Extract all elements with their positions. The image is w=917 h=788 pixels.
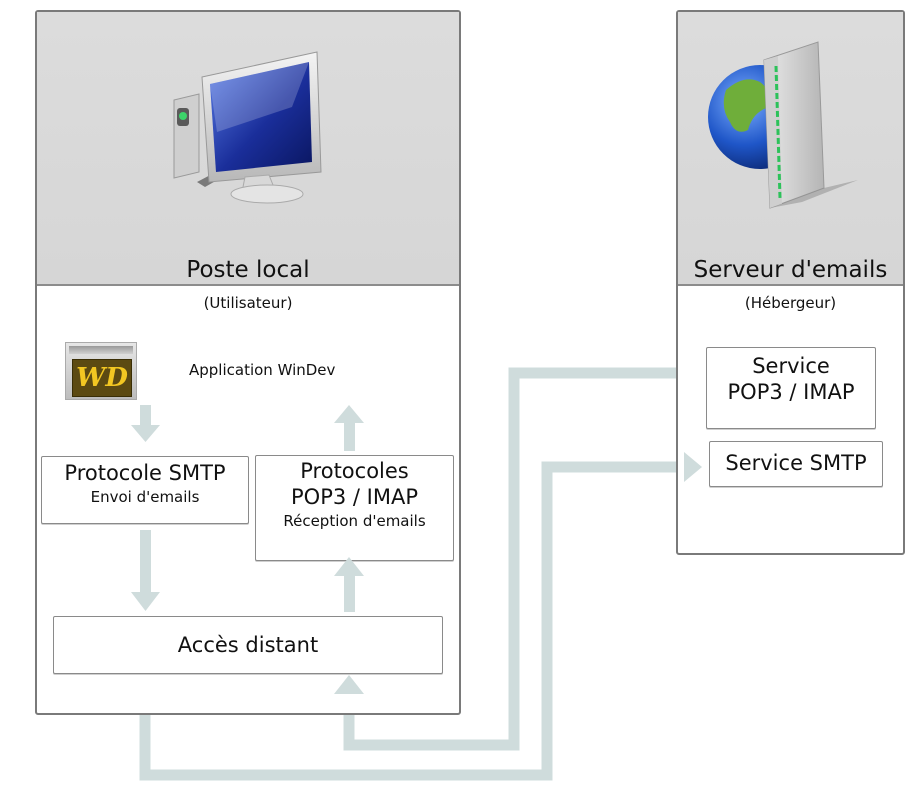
globe-server-icon [708,41,858,209]
pop-imap-protocol-title: Protocoles [300,459,409,483]
pop-imap-service-line2: POP3 / IMAP [727,380,855,404]
windev-logo-badge: WD [72,359,132,397]
pop-imap-protocol-detail: Réception d'emails [283,512,426,530]
remote-access-label: Accès distant [177,633,319,657]
application-label: Application WinDev [189,361,336,379]
smtp-protocol-box: Protocole SMTP Envoi d'emails [41,456,249,524]
windev-logo-text: WD [76,363,128,393]
remote-access-box: Accès distant [53,616,443,674]
pop-imap-service-line1: Service [752,354,830,378]
computer-monitor-icon [173,51,322,204]
email-server-title: Serveur d'emails [693,257,888,283]
arrow-pop-service-to-remote [343,367,703,751]
local-station-panel: Poste local (Utilisateur) WD Application… [35,10,461,715]
email-server-panel: Serveur d'emails (Hébergeur) Service POP… [676,10,905,555]
windev-logo: WD [65,342,137,400]
pop-imap-protocol-box: Protocoles POP3 / IMAP Réception d'email… [255,455,454,561]
local-station-subtitle: (Utilisateur) [203,294,293,312]
smtp-service-box: Service SMTP [709,441,883,487]
local-station-divider [37,284,459,286]
local-station-title: Poste local [186,257,310,283]
smtp-protocol-title: Protocole SMTP [64,461,226,485]
smtp-protocol-detail: Envoi d'emails [90,488,200,506]
smtp-service-label: Service SMTP [725,451,867,475]
email-server-divider [678,284,903,286]
email-server-subtitle: (Hébergeur) [744,294,837,312]
pop-imap-protocol-subtitle: POP3 / IMAP [291,485,418,509]
windev-logo-titlebar [69,346,133,354]
pop-imap-service-box: Service POP3 / IMAP [706,347,876,429]
arrow-remote-to-smtp-service [139,461,688,781]
